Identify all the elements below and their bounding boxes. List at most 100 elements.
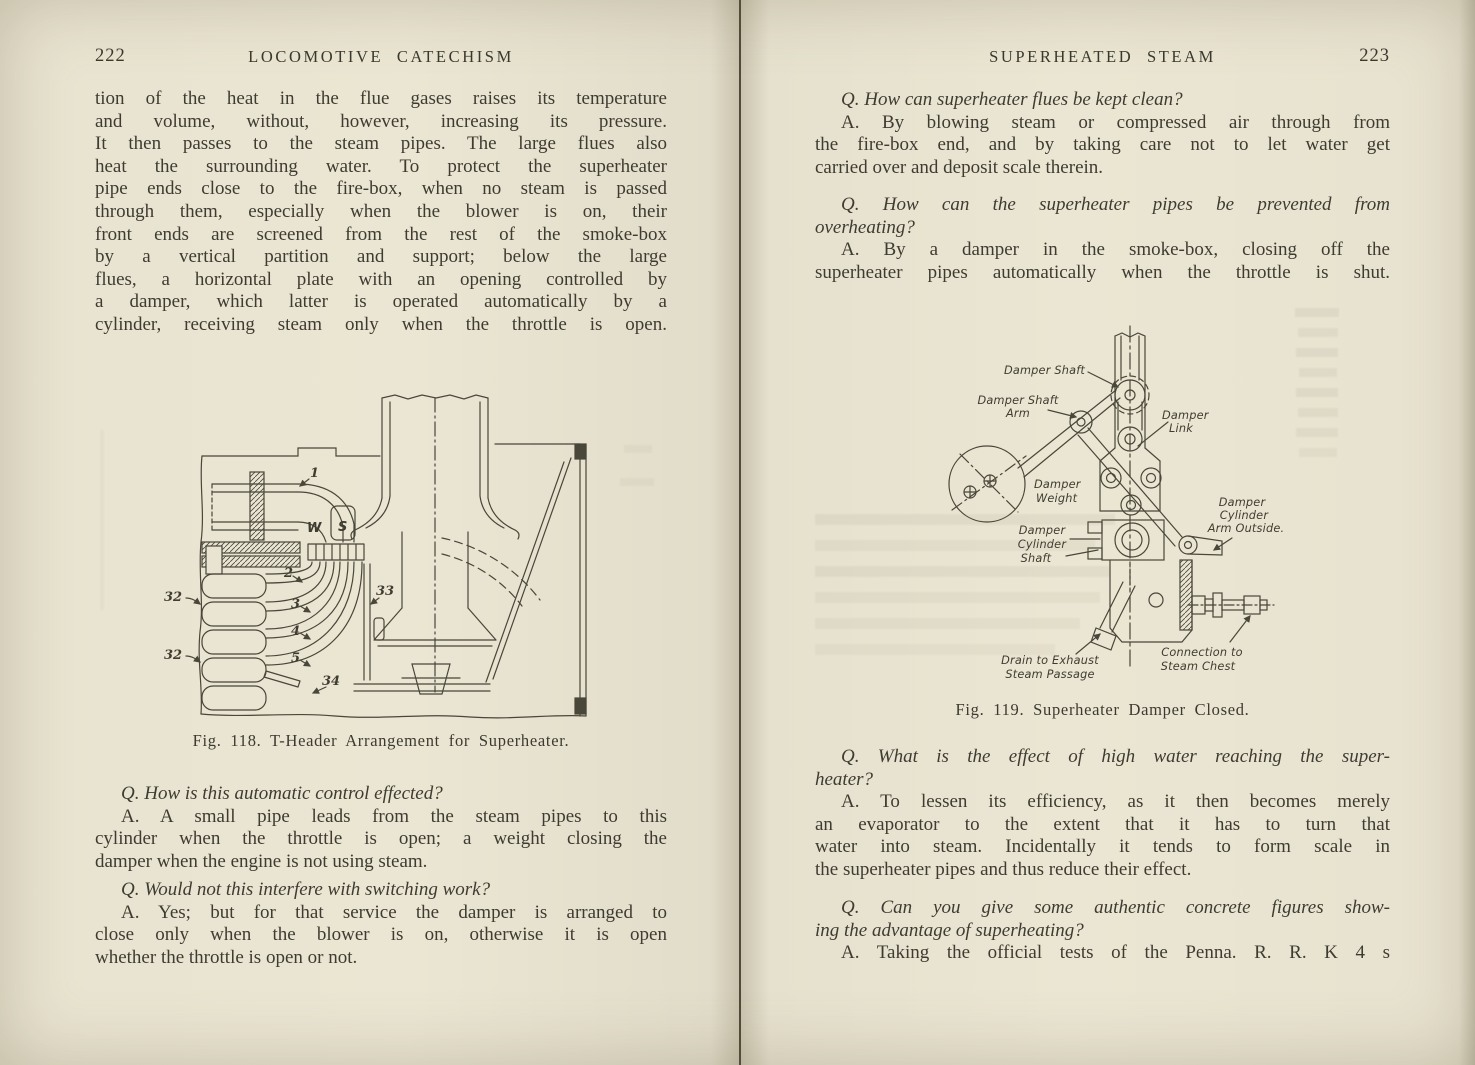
question-line: overheating? <box>815 216 915 238</box>
text-line: flues, a horizontal plate with an openin… <box>95 268 667 290</box>
right-page: SUPERHEATED STEAM 223 Q. How can superhe… <box>740 0 1475 1065</box>
question-line: Q. Would not this interfere with switchi… <box>121 879 491 900</box>
fig118-smokebox-casing <box>198 443 587 719</box>
fig118-caption: Fig. 118. T-Header Arrangement for Super… <box>192 731 570 750</box>
fig119-leader-lines <box>1047 371 1251 655</box>
bleed-through-mark <box>1296 388 1338 397</box>
fig119-label-cylinder-shaft: Shaft <box>1021 552 1052 565</box>
fig118-leader-lines <box>185 478 380 694</box>
fig119-label-damper-shaft-arm: Damper Shaft <box>977 394 1058 407</box>
fig119-label-cylinder-arm-outside: Cylinder <box>1220 509 1270 522</box>
question-line: heater? <box>815 768 874 790</box>
fig118-label-33: 33 <box>376 584 394 599</box>
bleed-through-mark <box>1296 428 1338 437</box>
answer-line: A. By a damper in the smoke-box, closing… <box>841 239 1390 261</box>
fig119-label-connection: Connection to <box>1161 646 1242 659</box>
text-line: tion of the heat in the flue gases raise… <box>95 88 667 109</box>
fig118-label-3: 3 <box>291 597 300 612</box>
fig119-label-cylinder-shaft: Damper <box>1019 524 1067 537</box>
bleed-through-mark <box>100 430 104 610</box>
fig119-label-damper-link: Link <box>1169 422 1193 435</box>
fig118-label-32b: 32 <box>164 648 182 663</box>
fig119-label-cylinder-arm-outside: Damper <box>1219 496 1267 509</box>
fig119-connection-rod <box>1187 592 1275 618</box>
answer-line: A. A small pipe leads from the steam pip… <box>121 805 667 827</box>
bleed-through-mark <box>1298 408 1338 417</box>
fig119-label-cylinder-shaft: Cylinder <box>1018 538 1068 551</box>
fig119-label-damper-shaft: Damper Shaft <box>1004 364 1085 377</box>
fig119-damper-cylinder-body <box>1087 519 1193 643</box>
fig118-label-4: 4 <box>291 624 300 639</box>
answer-line: water into steam. Incidentally it tends … <box>815 836 1390 858</box>
fig119-linework <box>948 325 1275 667</box>
text-line: and volume, without, however, increasing… <box>95 110 667 132</box>
question-line: Q. How can the superheater pipes be prev… <box>841 194 1390 215</box>
text-line: pipe ends close to the fire-box, when no… <box>95 178 667 200</box>
qa-block-right-3: Q. What is the effect of high water reac… <box>815 746 1390 882</box>
fig118-labels: 1 W S 2 3 4 5 32 32 33 34 <box>164 466 394 689</box>
fig119-label-connection: Steam Chest <box>1161 660 1236 673</box>
fig118-label-32a: 32 <box>164 590 182 605</box>
answer-line: the fire-box end, and by taking care not… <box>815 134 1390 156</box>
fig119-drain-pipe <box>1090 581 1136 651</box>
running-head-left: LOCOMOTIVE CATECHISM <box>248 47 514 66</box>
text-line: heat the surrounding water. To protect t… <box>95 155 667 177</box>
book-gutter <box>739 0 741 1065</box>
fig118-linework <box>185 394 587 719</box>
answer-line: A. Yes; but for that service the damper … <box>121 901 667 923</box>
answer-line: damper when the engine is not using stea… <box>95 850 428 872</box>
bleed-through-mark <box>1298 328 1338 337</box>
fig119-label-damper-weight: Damper <box>1034 478 1082 491</box>
answer-line: carried over and deposit scale therein. <box>815 156 1104 178</box>
fig119-label-damper-link: Damper <box>1162 409 1210 422</box>
answer-line: cylinder when the throttle is open; a we… <box>95 828 667 850</box>
text-line: front ends are screened from the rest of… <box>95 223 667 245</box>
question-line: Q. Can you give some authentic concrete … <box>841 897 1390 918</box>
bleed-through-mark <box>1299 368 1337 377</box>
text-line: cylinder, receiving steam only when the … <box>95 313 667 335</box>
figure-119-diagram: Damper Shaft Damper Shaft Arm Damper Lin… <box>948 325 1284 681</box>
fig118-label-1: 1 <box>310 466 319 481</box>
answer-line: A. To lessen its efficiency, as it then … <box>841 791 1390 813</box>
qa-block-right-4: Q. Can you give some authentic concrete … <box>815 897 1390 965</box>
fig118-smokestack <box>350 394 520 693</box>
fig118-t-header <box>211 471 365 561</box>
answer-line: A. By blowing steam or compressed air th… <box>841 111 1390 133</box>
question-line: Q. How is this automatic control effecte… <box>121 783 443 804</box>
answer-line: A. Taking the official tests of the Penn… <box>841 942 1390 964</box>
fig119-label-drain: Drain to Exhaust <box>1001 654 1099 667</box>
left-page: 222 LOCOMOTIVE CATECHISM tion of the hea… <box>0 0 740 1065</box>
answer-line: the superheater pipes and thus reduce th… <box>815 858 1192 880</box>
fig119-cylinder-arm-outside <box>1178 535 1223 556</box>
fig119-damper-shaft-and-link <box>1100 375 1162 516</box>
page-number-right: 223 <box>1359 46 1390 66</box>
running-head-right: SUPERHEATED STEAM <box>989 47 1216 66</box>
qa-block-left-1: Q. How is this automatic control effecte… <box>95 783 667 873</box>
figure-118-diagram: 1 W S 2 3 4 5 32 32 33 34 <box>164 394 587 719</box>
bleed-through-mark <box>1296 348 1338 357</box>
fig118-vertical-partition <box>363 563 385 681</box>
bleed-through-mark <box>1299 448 1337 457</box>
qa-block-right-2: Q. How can the superheater pipes be prev… <box>815 194 1390 284</box>
bleed-through-mark <box>624 445 652 453</box>
text-line: by a vertical partition and support; bel… <box>95 246 667 268</box>
answer-line: close only when the blower is on, otherw… <box>95 924 667 946</box>
answer-line: superheater pipes automatically when the… <box>815 261 1390 283</box>
fig118-flue-tubes <box>201 541 301 711</box>
fig119-labels: Damper Shaft Damper Shaft Arm Damper Lin… <box>977 364 1284 681</box>
question-line: Q. What is the effect of high water reac… <box>841 746 1390 767</box>
qa-block-right-1: Q. How can superheater flues be kept cle… <box>815 89 1390 179</box>
question-line: Q. How can superheater flues be kept cle… <box>841 89 1183 110</box>
fig119-label-cylinder-arm-outside: Arm Outside. <box>1207 522 1285 535</box>
fig119-label-drain: Steam Passage <box>1005 668 1094 681</box>
fig119-label-damper-weight: Weight <box>1036 492 1078 505</box>
fig118-label-w: W <box>307 521 322 536</box>
fig119-caption: Fig. 119. Superheater Damper Closed. <box>955 700 1250 719</box>
text-line: It then passes to the steam pipes. The l… <box>95 133 667 155</box>
answer-line: whether the throttle is open or not. <box>95 946 358 968</box>
fig118-label-2: 2 <box>283 566 293 581</box>
text-line: a damper, which latter is operated autom… <box>95 291 667 313</box>
fig119-label-damper-shaft-arm: Arm <box>1005 407 1030 420</box>
question-line: ing the advantage of superheating? <box>815 919 1084 941</box>
